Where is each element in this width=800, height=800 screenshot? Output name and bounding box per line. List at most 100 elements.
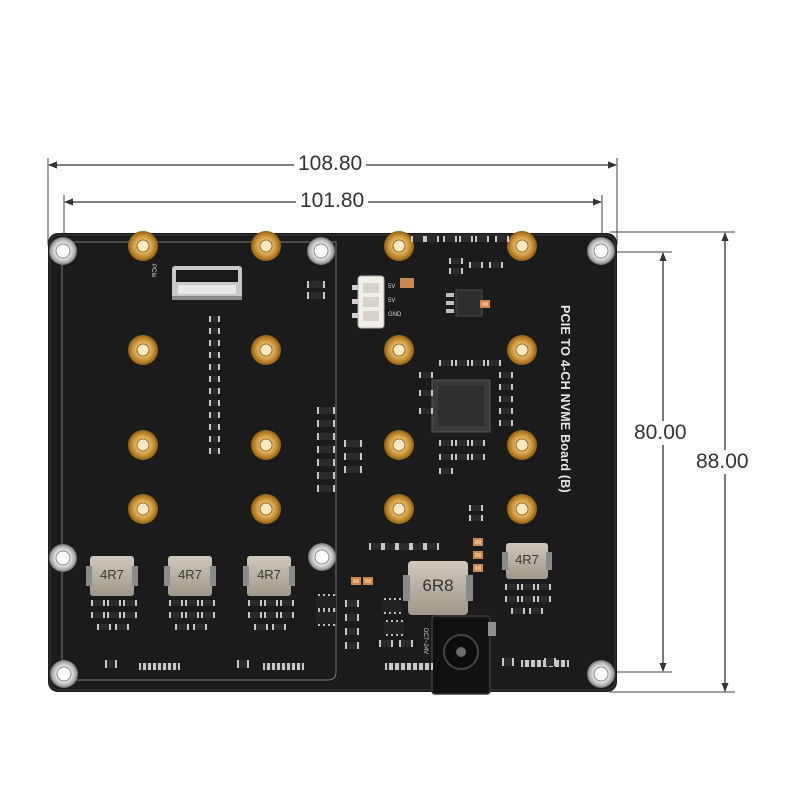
smd-part	[115, 660, 117, 668]
smd-part	[218, 412, 220, 418]
smd-part	[328, 594, 330, 596]
smd-part	[317, 459, 319, 466]
smd-part	[491, 262, 501, 268]
smd-part	[164, 663, 166, 670]
smd-part	[280, 663, 282, 670]
inductor-1	[86, 556, 138, 596]
smd-part	[475, 236, 477, 242]
smd-part	[93, 612, 103, 618]
smd-part	[439, 440, 441, 446]
smd-part	[451, 440, 453, 446]
smd-part	[109, 624, 111, 630]
smd-part	[357, 642, 359, 649]
inductors	[86, 543, 552, 615]
smd-part	[333, 420, 335, 427]
smd-part	[275, 663, 277, 670]
smd-part	[429, 663, 431, 670]
smd-part	[201, 600, 203, 606]
smd-part	[347, 628, 357, 635]
smd-part	[441, 454, 451, 460]
smd-part	[455, 236, 457, 242]
smd-part	[483, 440, 485, 446]
smd-part	[473, 360, 483, 366]
smd-part	[345, 600, 347, 607]
smd-part	[107, 612, 109, 618]
smd-part	[218, 448, 220, 454]
smd-part	[209, 424, 211, 430]
smd-part	[441, 468, 451, 474]
smd-part	[307, 292, 309, 299]
smd-part	[333, 624, 335, 626]
smd-part	[169, 663, 171, 670]
smd-part	[237, 660, 239, 668]
smd-part	[394, 612, 396, 614]
smd-part	[333, 594, 335, 596]
smd-part	[471, 440, 473, 446]
gold-pad	[251, 335, 281, 365]
smd-part	[497, 236, 507, 242]
smd-part	[469, 505, 471, 511]
gold-pad	[507, 231, 537, 261]
smd-components	[91, 236, 569, 670]
smd-part	[333, 446, 335, 453]
smd-part	[531, 660, 533, 667]
smd-part	[125, 612, 135, 618]
smd-part	[209, 328, 211, 334]
smd-part	[119, 612, 121, 618]
smd-part	[260, 612, 262, 618]
smd-part	[156, 663, 158, 670]
smd-part	[499, 384, 501, 390]
smd-part	[471, 515, 481, 521]
smd-part	[328, 624, 330, 626]
smd-part	[549, 596, 551, 602]
smd-part	[565, 660, 567, 667]
smd-part	[270, 663, 272, 670]
smd-part	[274, 624, 284, 630]
smd-part	[282, 600, 292, 606]
smd-part	[384, 598, 386, 600]
smd-part	[499, 396, 501, 402]
smd-part	[405, 663, 407, 670]
smd-part	[256, 624, 266, 630]
smd-part	[521, 596, 523, 602]
smd-part	[323, 594, 325, 596]
smd-part	[396, 620, 398, 622]
gold-pad	[128, 430, 158, 460]
gold-pad	[128, 335, 158, 365]
smd-part	[107, 600, 109, 606]
smd-part	[218, 424, 220, 430]
smd-part	[181, 612, 183, 618]
smd-part	[419, 408, 421, 414]
smd-part	[347, 600, 357, 607]
smd-part	[285, 663, 287, 670]
smd-part	[499, 408, 501, 414]
smd-part	[411, 236, 413, 242]
smd-part	[541, 660, 543, 667]
smd-part	[421, 408, 431, 414]
smd-part	[169, 612, 171, 618]
smd-part	[109, 600, 119, 606]
smd-part	[139, 663, 141, 670]
inductor-1-marking: 4R7	[100, 567, 124, 582]
dim-hole-width-label: 101.80	[296, 189, 369, 213]
dim-hole-height-label: 80.00	[630, 421, 691, 445]
smd-part	[423, 543, 425, 550]
smd-part	[333, 610, 335, 612]
smd-part	[523, 584, 533, 590]
smd-part	[282, 612, 292, 618]
smd-part	[389, 663, 391, 670]
smd-part	[441, 440, 451, 446]
smd-part	[475, 540, 481, 544]
smd-part	[319, 446, 333, 453]
smd-part	[318, 608, 320, 610]
smd-part	[455, 440, 457, 446]
smd-part	[323, 608, 325, 610]
dc-input-label: DC7~24V	[422, 628, 428, 655]
smd-part	[345, 642, 347, 649]
smd-part	[309, 292, 323, 299]
smd-part	[539, 660, 541, 667]
smd-part	[293, 663, 295, 670]
board-title: PCIE TO 4-CH NVME Board (B)	[558, 305, 572, 493]
smd-part	[218, 316, 220, 322]
smd-part	[407, 663, 409, 670]
